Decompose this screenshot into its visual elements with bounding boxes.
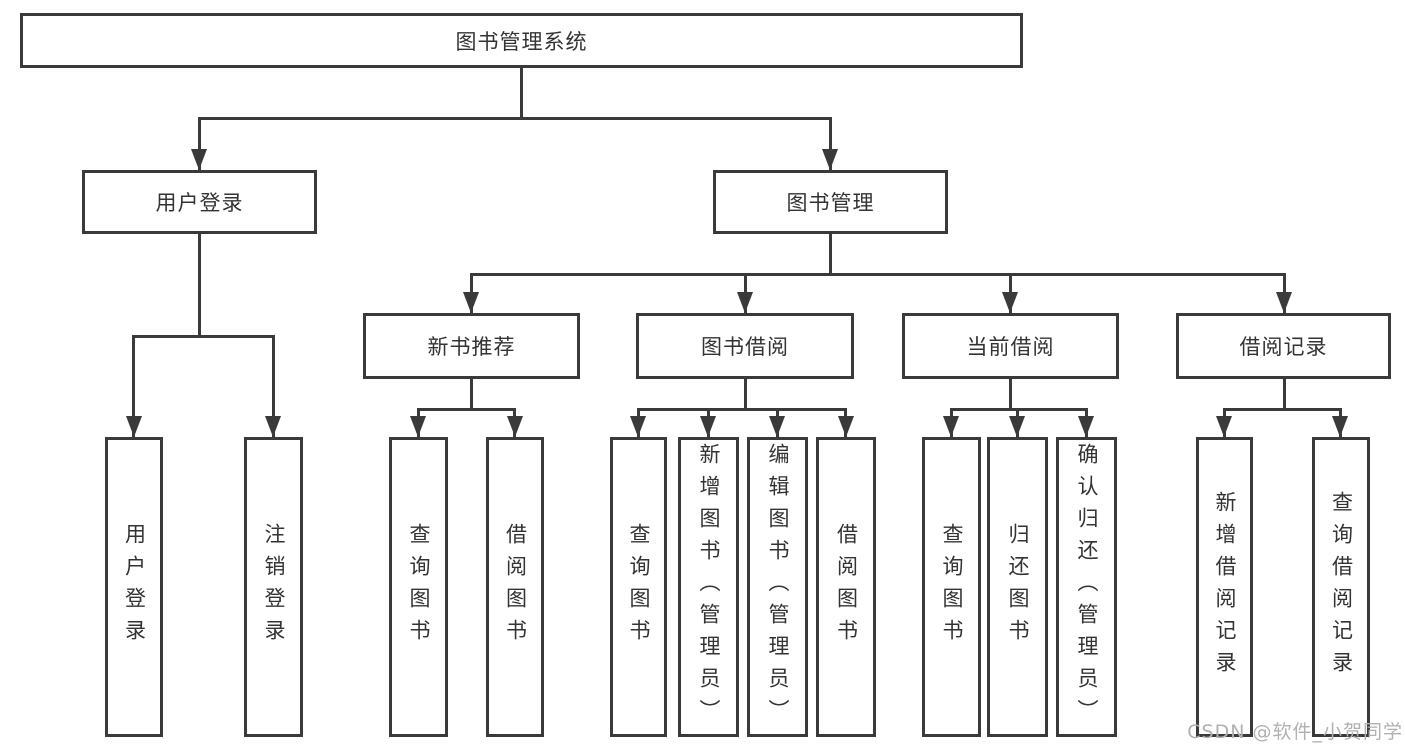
leaf-label: 用户登录	[122, 523, 147, 651]
leaf-borrow-books: 借阅图书	[816, 437, 876, 737]
leaf-edit-book-admin: 编辑图书（管理员）	[747, 437, 808, 737]
leaf-query-books-recommend: 查询图书	[389, 437, 448, 737]
leaf-label: 查询借阅记录	[1329, 491, 1354, 683]
arrowhead	[737, 292, 753, 313]
leaf-label: 新增借阅记录	[1213, 491, 1237, 683]
node-label: 当前借阅	[966, 335, 1055, 359]
node-library-system: 图书管理系统	[20, 13, 1023, 68]
leaf-label: 注销登录	[262, 523, 286, 651]
watermark: CSDN @软件_小贺同学	[1187, 721, 1403, 743]
arrowhead	[838, 416, 854, 437]
arrowhead	[700, 416, 716, 437]
arrowhead	[1078, 416, 1094, 437]
arrowhead	[1002, 292, 1018, 313]
leaf-add-book-admin: 新增图书（管理员）	[678, 437, 739, 737]
connector-line	[272, 335, 275, 437]
arrowhead	[126, 416, 142, 437]
leaf-query-books-current: 查询图书	[922, 437, 981, 737]
connector-line	[470, 273, 1285, 276]
node-current-borrowing: 当前借阅	[902, 313, 1119, 379]
leaf-label: 编辑图书（管理员）	[766, 443, 790, 731]
leaf-label: 新增图书（管理员）	[697, 443, 721, 731]
node-label: 图书管理系统	[455, 29, 588, 54]
node-label: 用户登录	[155, 191, 244, 215]
connector-line	[1009, 379, 1012, 408]
connector-line	[198, 233, 201, 335]
arrowhead	[463, 292, 479, 313]
connector-line	[470, 379, 473, 408]
connector-line	[417, 408, 516, 411]
arrowhead	[822, 149, 838, 170]
leaf-query-books-borrowing: 查询图书	[610, 437, 667, 737]
leaf-return-book: 归还图书	[987, 437, 1048, 737]
leaf-logout: 注销登录	[244, 437, 303, 737]
connector-line	[1283, 379, 1286, 408]
leaf-query-borrow-record: 查询借阅记录	[1312, 437, 1370, 737]
leaf-label: 确认归还（管理员）	[1075, 443, 1099, 731]
connector-line	[829, 233, 832, 273]
leaf-label: 查询图书	[407, 523, 431, 651]
arrowhead	[630, 416, 646, 437]
arrowhead	[410, 416, 426, 437]
connector-line	[520, 68, 523, 117]
connector-line	[829, 117, 832, 170]
node-label: 图书借阅	[701, 335, 789, 359]
node-label: 图书管理	[786, 191, 875, 215]
connector-line	[198, 117, 831, 120]
arrowhead	[1276, 292, 1292, 313]
leaf-confirm-return-admin: 确认归还（管理员）	[1056, 437, 1117, 737]
connector-line	[132, 335, 135, 437]
node-borrowing-records: 借阅记录	[1176, 313, 1391, 379]
node-user-login: 用户登录	[82, 170, 317, 234]
arrowhead	[1332, 416, 1348, 437]
leaf-label: 借阅图书	[834, 523, 859, 651]
arrowhead	[507, 416, 523, 437]
arrowhead	[191, 149, 207, 170]
arrowhead	[1009, 416, 1025, 437]
leaf-add-borrow-record: 新增借阅记录	[1196, 437, 1253, 737]
node-label: 借阅记录	[1239, 335, 1328, 359]
leaf-label: 归还图书	[1006, 523, 1030, 651]
leaf-label: 查询图书	[627, 523, 651, 651]
node-book-borrowing: 图书借阅	[636, 313, 854, 379]
connector-line	[198, 117, 201, 170]
connector-line	[744, 379, 747, 408]
arrowhead	[943, 416, 959, 437]
node-new-book-recommend: 新书推荐	[363, 313, 580, 379]
node-book-management: 图书管理	[713, 170, 948, 234]
arrowhead	[769, 416, 785, 437]
node-label: 新书推荐	[427, 335, 516, 359]
arrowhead	[265, 416, 281, 437]
connector-line	[132, 335, 273, 338]
leaf-borrow-books-recommend: 借阅图书	[486, 437, 544, 737]
leaf-label: 查询图书	[940, 523, 964, 651]
leaf-label: 借阅图书	[503, 523, 528, 651]
connector-line	[637, 408, 847, 411]
connector-line	[1223, 408, 1342, 411]
arrowhead	[1216, 416, 1232, 437]
leaf-user-login: 用户登录	[105, 437, 163, 737]
